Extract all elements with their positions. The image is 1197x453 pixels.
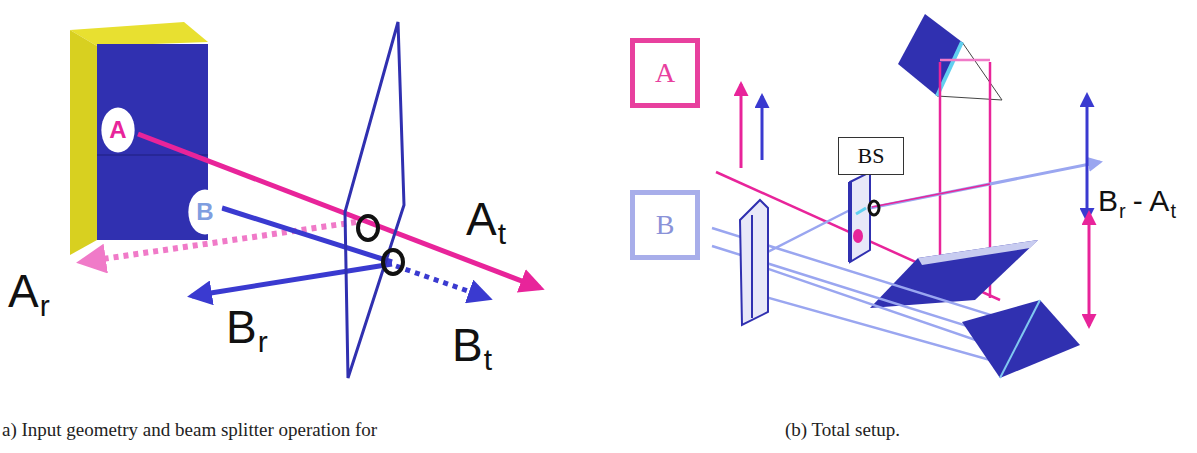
beam-label: B [226, 304, 257, 350]
beam-spot [383, 250, 403, 274]
source-spot: B [188, 189, 222, 235]
beam-label: B [452, 322, 483, 368]
beam-label: A [466, 196, 497, 242]
component-label-box: BS [838, 137, 904, 175]
source-spot: A [101, 107, 135, 153]
transmitted-beam [396, 266, 488, 298]
transmitted-beam [138, 134, 540, 288]
output-subscript: r [1119, 201, 1126, 221]
source-block [70, 22, 208, 255]
beam-subscript: r [258, 327, 268, 357]
subfigure-caption: a) Input geometry and beam splitter oper… [2, 420, 377, 439]
reflected-beam [82, 222, 356, 262]
input-beam [222, 208, 392, 262]
output-label: B [1098, 186, 1118, 216]
output-label: - A [1133, 186, 1170, 216]
subfigure-caption: (b) Total setup. [785, 420, 900, 439]
beam-splitter-plane [345, 22, 404, 378]
beam-label: A [8, 268, 39, 314]
beam-spot [358, 216, 378, 240]
node-text: B [656, 209, 675, 241]
input-box: B [630, 190, 700, 260]
node-text: BS [858, 143, 885, 169]
input-box: A [630, 38, 700, 108]
setup-illustration [712, 14, 1100, 378]
node-text: B [196, 198, 213, 226]
beam-subscript: t [484, 345, 492, 375]
node-text: A [655, 57, 675, 89]
beam-subscript: r [40, 291, 50, 321]
output-subscript: t [1170, 201, 1176, 221]
node-text: A [109, 116, 126, 144]
beam-subscript: t [498, 219, 506, 249]
reflected-beam [192, 264, 392, 296]
